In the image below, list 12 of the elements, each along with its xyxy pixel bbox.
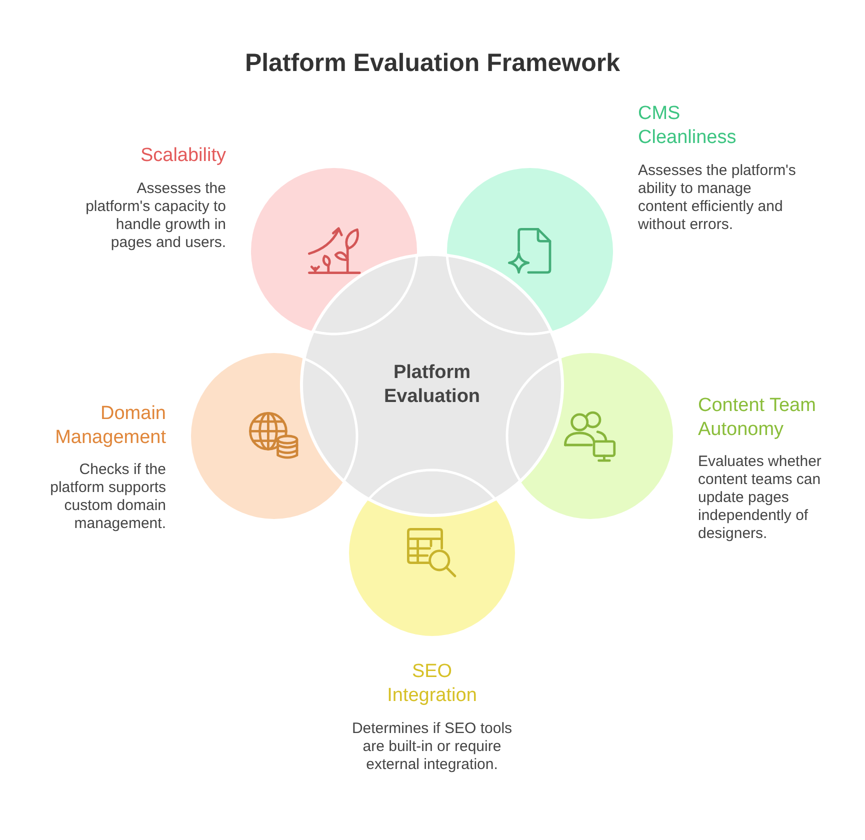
- description-text: Checks if the platform supports custom domain management.: [49, 461, 166, 533]
- center-label: Platform Evaluation: [382, 361, 482, 409]
- diagram-title: Platform Evaluation Framework: [244, 48, 622, 78]
- description-text: Assesses the platform's capacity to handle growth in pages and users.: [84, 180, 226, 252]
- category-heading: SEO Integration: [386, 660, 478, 708]
- description-text: Determines if SEO tools are built-in or require external integration.: [350, 720, 514, 774]
- category-heading: CMS Cleanliness: [638, 102, 738, 150]
- category-heading: Scalability: [139, 144, 226, 168]
- description-text: Evaluates whether content teams can update pages independently of designers.: [698, 453, 822, 543]
- description-text: Assesses the platform's ability to manage content efficiently and without errors.: [638, 162, 797, 234]
- category-heading: Content Team Autonomy: [698, 394, 817, 442]
- category-heading: Domain Management: [54, 402, 166, 450]
